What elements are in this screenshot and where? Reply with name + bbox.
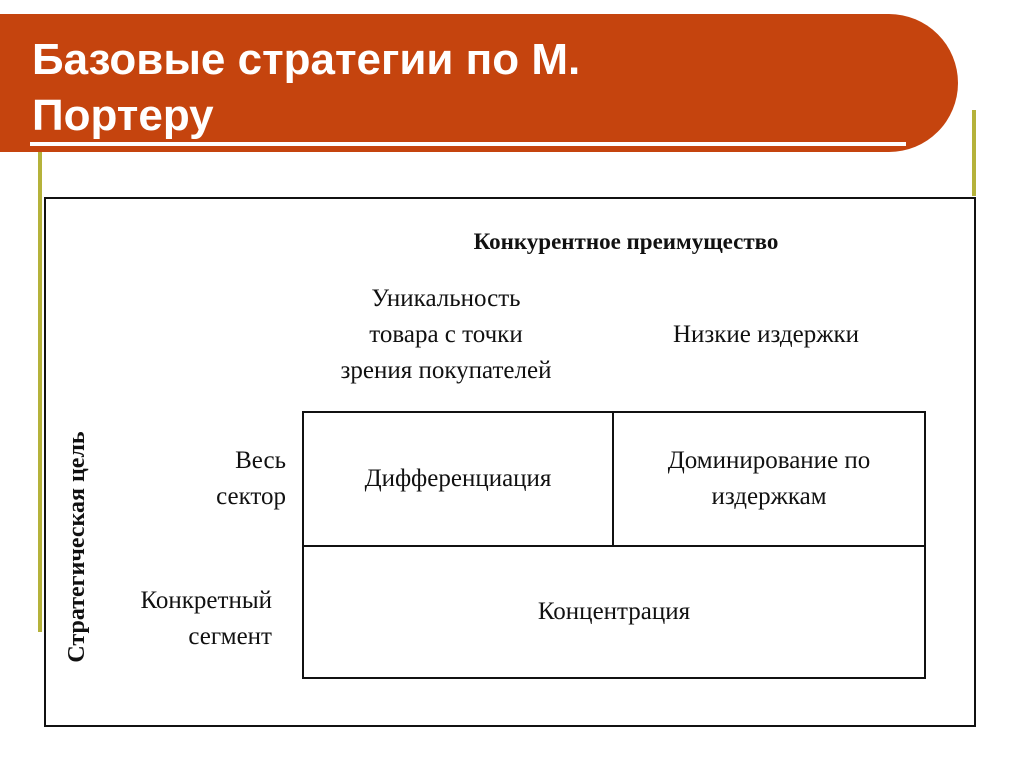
uniqueness-header-line-1: Уникальность bbox=[371, 285, 521, 312]
uniqueness-header-line-3: зрения покупателей bbox=[340, 357, 552, 384]
porter-strategies-diagram: Конкурентное преимущество Уникальность т… bbox=[44, 197, 976, 727]
competitive-advantage-header: Конкурентное преимущество bbox=[473, 229, 779, 254]
whole-sector-line-2: сектор bbox=[216, 483, 286, 510]
whole-sector-row-label: Весь сектор bbox=[156, 443, 286, 515]
low-costs-column-header: Низкие издержки bbox=[672, 321, 860, 348]
right-accent-line bbox=[972, 110, 976, 196]
cost-leadership-line-1: Доминирование по bbox=[667, 447, 871, 474]
differentiation-cell: Дифференциация bbox=[302, 411, 614, 547]
specific-segment-line-1: Конкретный bbox=[140, 587, 272, 614]
focus-label: Концентрация bbox=[537, 598, 691, 625]
left-accent-line bbox=[38, 152, 42, 632]
slide-title-line-2: Портеру bbox=[32, 91, 214, 140]
cost-leadership-label: Доминирование по издержкам bbox=[668, 443, 871, 515]
cost-leadership-line-2: издержкам bbox=[711, 483, 827, 510]
differentiation-label: Дифференциация bbox=[364, 465, 552, 492]
specific-segment-row-label: Конкретный сегмент bbox=[86, 583, 272, 655]
specific-segment-line-2: сегмент bbox=[188, 623, 272, 650]
title-bar: Базовые стратегии по М. Портеру bbox=[0, 14, 958, 152]
cost-leadership-cell: Доминирование по издержкам bbox=[612, 411, 926, 547]
whole-sector-line-1: Весь bbox=[235, 447, 286, 474]
title-underline bbox=[30, 142, 906, 146]
slide-title-line-1: Базовые стратегии по М. bbox=[32, 35, 581, 84]
focus-cell: Концентрация bbox=[302, 545, 926, 679]
slide-title: Базовые стратегии по М. Портеру bbox=[32, 32, 732, 144]
uniqueness-column-header: Уникальность товара с точки зрения покуп… bbox=[286, 281, 606, 389]
uniqueness-header-line-2: товара с точки bbox=[369, 321, 523, 348]
